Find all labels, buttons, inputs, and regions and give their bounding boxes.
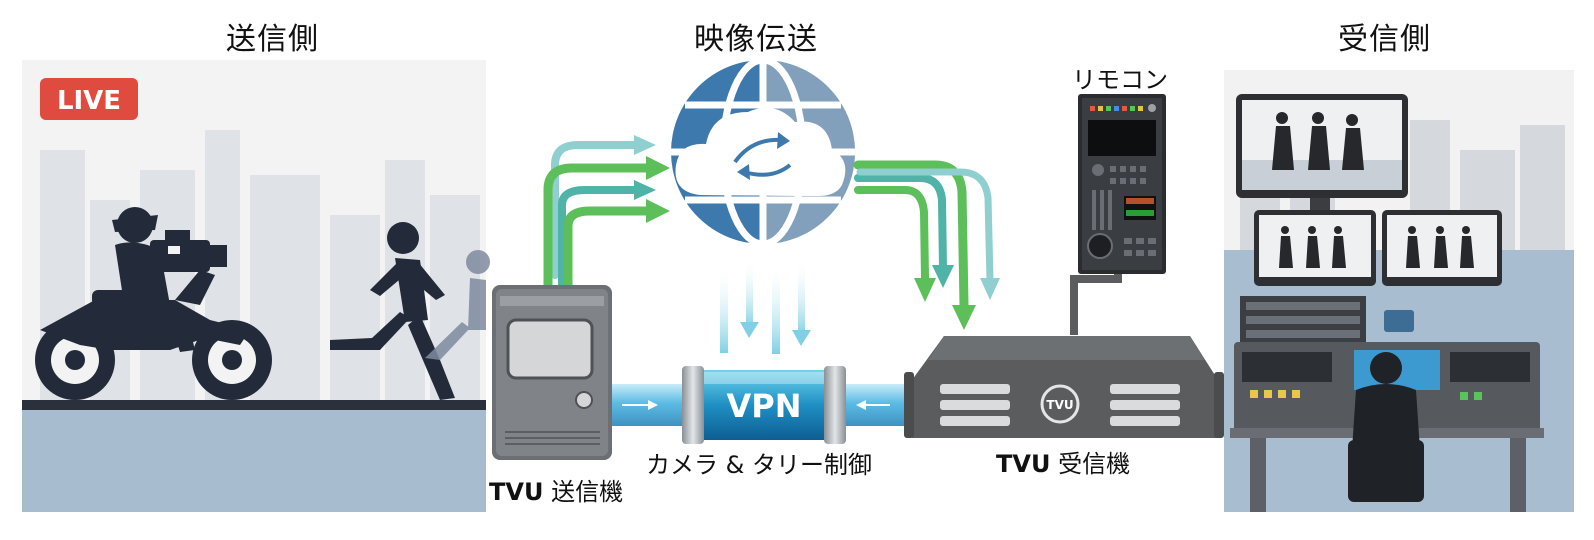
- monitor-right: [1382, 210, 1502, 286]
- operator-icon: [1348, 352, 1424, 502]
- downlink-arrows: [853, 160, 994, 310]
- section-title-sender: 送信側: [226, 22, 319, 57]
- monitor-large: [1236, 94, 1408, 214]
- receiver-word: 受信機: [1058, 450, 1131, 478]
- tvu-logo: TVU: [1046, 398, 1073, 412]
- section-title-receiver: 受信側: [1338, 22, 1431, 57]
- live-badge: [40, 78, 138, 120]
- vpn-pipe: [612, 366, 912, 444]
- equipment-rack: [1240, 296, 1414, 342]
- runner-icon: [330, 222, 455, 400]
- uplink-arrows: [543, 141, 657, 290]
- globe-cloud-icon: [671, 56, 855, 248]
- transmitter-word: 送信機: [551, 478, 624, 506]
- camera-tally-label: カメラ & タリー制御: [646, 451, 872, 479]
- receiver-brand: TVU: [996, 450, 1051, 478]
- remote-control-panel: [1078, 94, 1166, 274]
- runner-ghost-icon: [425, 250, 490, 360]
- downlink-arrowheads: [914, 265, 1000, 330]
- tvu-receiver-device: [904, 262, 1224, 438]
- receiver-label: TVU 受信機: [996, 444, 1130, 479]
- remote-label: リモコン: [1072, 66, 1168, 94]
- receiver-scene: [1224, 70, 1574, 512]
- sender-scene: LIVE: [22, 60, 490, 512]
- motorcycle-cameraman-icon: [35, 207, 272, 400]
- live-badge-text: LIVE: [57, 86, 121, 116]
- uplink-arrowheads: [634, 135, 670, 223]
- section-title-transmission: 映像伝送: [694, 22, 818, 57]
- vpn-label: VPN: [727, 387, 802, 425]
- cloud-to-vpn-arrows: [720, 258, 811, 354]
- transmitter-brand: TVU: [489, 478, 544, 506]
- tvu-transmitter-device: [492, 285, 612, 460]
- monitor-left: [1254, 210, 1376, 286]
- transmitter-label: TVU 送信機: [489, 472, 623, 507]
